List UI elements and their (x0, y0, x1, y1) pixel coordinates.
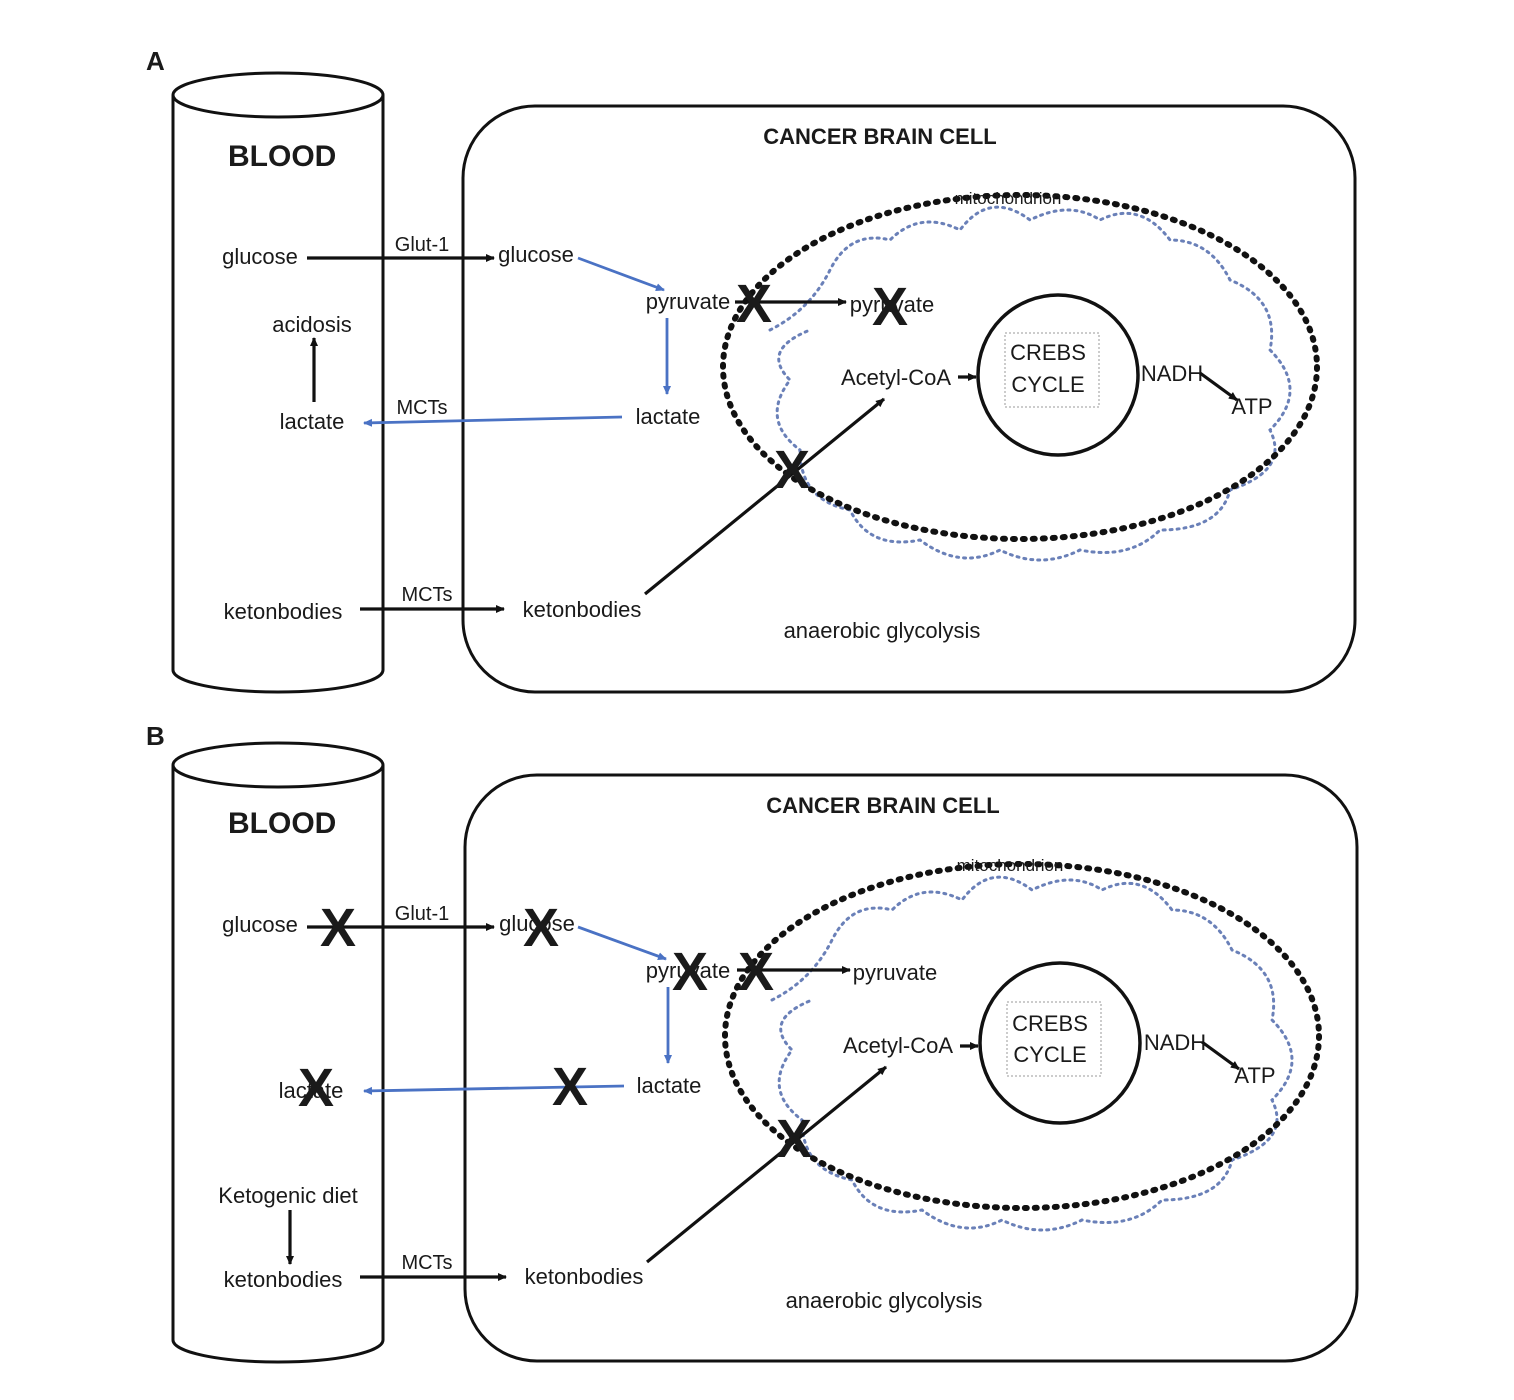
mcts-keton-transporter-label: MCTs (401, 1252, 452, 1274)
cell-lactate-label: lactate (637, 1073, 702, 1098)
blood-lactate-label: lactate (279, 1078, 344, 1103)
cell-title: CANCER BRAIN CELL (766, 793, 999, 818)
mcts-keton-transporter-label: MCTs (401, 584, 452, 606)
arrow-nadh-to-atp (1199, 371, 1238, 402)
blood-label: BLOOD (228, 807, 336, 840)
krebs-label-line2: CYCLE (1011, 372, 1084, 397)
cell-glucose-label: glucose (498, 242, 574, 267)
mitochondrion-outer-membrane (720, 192, 1320, 542)
krebs-cycle-circle (978, 961, 1142, 1125)
cell-ketonbodies-label: ketonbodies (523, 597, 642, 622)
mitochondrion-label: mitochondrion (955, 189, 1062, 208)
glut1-transporter-label: Glut-1 (395, 903, 449, 925)
arrow-glucose-to-pyruvate (577, 256, 665, 292)
arrow-nadh-to-atp (1201, 1040, 1240, 1071)
block-mark-mito-pyruvate: X (872, 277, 908, 337)
blood-lactate-label: lactate (280, 409, 345, 434)
mitochondrion: mitochondrion (722, 856, 1322, 1232)
cell-glucose-label: glucose (499, 911, 575, 936)
block-mark-pyruvate: X (672, 942, 708, 1002)
nadh-label: NADH (1141, 361, 1203, 386)
blood-vessel-cylinder (171, 741, 385, 1364)
pyruvate-label: pyruvate (646, 958, 730, 983)
mito-pyruvate-label: pyruvate (850, 292, 934, 317)
panel-a: A BLOOD CANCER BRAIN CELL mitochondrion … (146, 46, 1357, 694)
arrow-lactate-export (363, 1084, 625, 1095)
block-mark-ketone-oxidation: X (774, 440, 810, 500)
krebs-label-line1: CREBS (1012, 1011, 1088, 1036)
block-mark-lactate-export: X (552, 1057, 588, 1117)
mcts-lactate-transporter-label: MCTs (396, 397, 447, 419)
arrow-ketonbodies-to-acetyl-coa (643, 397, 886, 596)
blood-label: BLOOD (228, 140, 336, 173)
mitochondrion-cristae (770, 875, 1294, 1232)
blood-ketonbodies-label: ketonbodies (224, 1267, 343, 1292)
panel-b-letter: B (146, 721, 165, 751)
cancer-cell-membrane (461, 104, 1357, 694)
arrow-lactate-export (363, 415, 623, 427)
krebs-label-line1: CREBS (1010, 340, 1086, 365)
mitochondrion-label: mitochondrion (957, 856, 1064, 875)
atp-label: ATP (1234, 1063, 1275, 1088)
anaerobic-glycolysis-label: anaerobic glycolysis (786, 1288, 983, 1313)
glut1-transporter-label: Glut-1 (395, 234, 449, 256)
blood-vessel-cylinder (171, 71, 385, 694)
arrow-ketonbodies-to-acetyl-coa (645, 1065, 888, 1264)
block-mark-cell-glucose: X (523, 898, 559, 958)
block-mark-blood-lactate: X (298, 1058, 334, 1118)
krebs-label-line2: CYCLE (1013, 1042, 1086, 1067)
panel-b: B BLOOD CANCER BRAIN CELL mitochondrion … (146, 721, 1359, 1364)
cell-lactate-label: lactate (636, 404, 701, 429)
block-mark-glucose-transport: X (320, 898, 356, 958)
anaerobic-glycolysis-label: anaerobic glycolysis (784, 618, 981, 643)
acetyl-coa-label: Acetyl-CoA (841, 365, 951, 390)
block-mark-pyruvate-import: X (738, 942, 774, 1002)
panel-a-letter: A (146, 46, 165, 76)
blood-ketonbodies-label: ketonbodies (224, 599, 343, 624)
acetyl-coa-label: Acetyl-CoA (843, 1033, 953, 1058)
block-mark-pyruvate-import: X (736, 274, 772, 334)
cell-title: CANCER BRAIN CELL (763, 124, 996, 149)
blood-glucose-label: glucose (222, 244, 298, 269)
block-mark-ketone-oxidation: X (776, 1109, 812, 1169)
arrow-glucose-to-pyruvate (577, 925, 667, 961)
blood-glucose-label: glucose (222, 912, 298, 937)
mitochondrion: mitochondrion (720, 189, 1320, 562)
cancer-cell-membrane (463, 773, 1359, 1363)
cell-ketonbodies-label: ketonbodies (525, 1264, 644, 1289)
atp-label: ATP (1231, 394, 1272, 419)
krebs-cycle-circle (976, 293, 1140, 457)
acidosis-label: acidosis (272, 312, 351, 337)
mito-pyruvate-label: pyruvate (853, 960, 937, 985)
pyruvate-label: pyruvate (646, 289, 730, 314)
mitochondrion-outer-membrane (722, 861, 1322, 1211)
ketogenic-diet-label: Ketogenic diet (218, 1183, 357, 1208)
nadh-label: NADH (1144, 1030, 1206, 1055)
